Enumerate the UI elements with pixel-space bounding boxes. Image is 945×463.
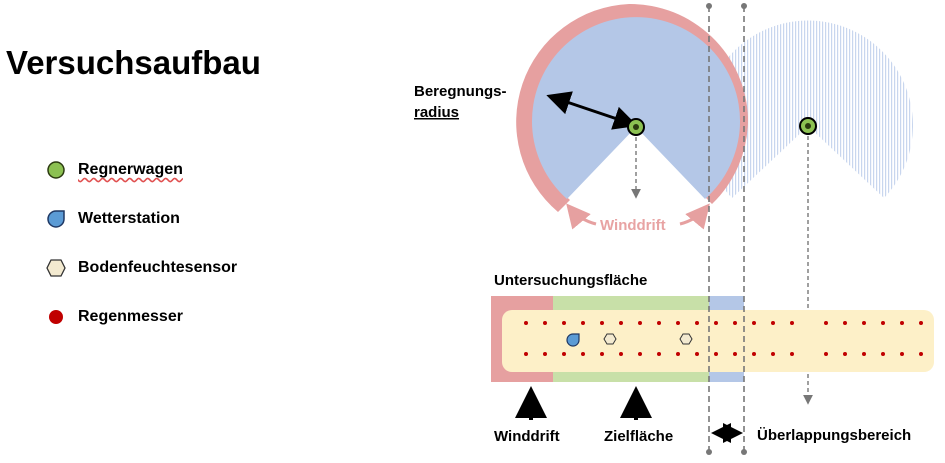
radius-arrow (546, 91, 638, 130)
legend-item-wetterstation: Wetterstation (46, 209, 180, 229)
rain-gauge-dot (695, 321, 699, 325)
rain-gauge-dot (771, 352, 775, 356)
legend-label: Wetterstation (78, 210, 180, 227)
rain-gauge-dot (790, 321, 794, 325)
rain-gauge-dot (881, 321, 885, 325)
rain-gauge-dot (881, 352, 885, 356)
rain-gauge-dot (843, 321, 847, 325)
rain-gauge-dot (562, 321, 566, 325)
winddrift-top-label: Winddrift (600, 217, 666, 234)
radius-label-line1: Beregnungs- (414, 83, 507, 100)
rain-gauge-dot (676, 321, 680, 325)
rain-gauge-dot (524, 321, 528, 325)
rain-gauge-dot (543, 352, 547, 356)
rain-gauge-dot (790, 352, 794, 356)
rain-gauge-dot (733, 321, 737, 325)
rain-gauge-dot (581, 352, 585, 356)
rain-gauge-dot (638, 321, 642, 325)
winddrift-bottom-label: Winddrift (494, 428, 560, 445)
shifted-spray-area (703, 20, 914, 199)
hexagon-icon (46, 258, 66, 278)
rain-gauge-dot (752, 321, 756, 325)
rain-gauge-dot (733, 352, 737, 356)
winddrift-arrow-right (679, 203, 710, 230)
rain-gauge-dot (862, 352, 866, 356)
soil-sensor-icon (679, 333, 693, 345)
rain-gauge-dot (714, 321, 718, 325)
rain-gauge-dot (824, 321, 828, 325)
rain-gauge-dot (919, 352, 923, 356)
page-title: Versuchsaufbau (6, 44, 261, 81)
rain-gauge-dot (900, 321, 904, 325)
target-area-label: Zielfläche (604, 428, 673, 445)
rain-gauge-dot (676, 352, 680, 356)
rain-gauge-dot (600, 352, 604, 356)
legend-label: Bodenfeuchtesensor (78, 259, 238, 276)
winddrift-arrow-left (566, 203, 597, 230)
area-label: Untersuchungsfläche (494, 272, 647, 289)
rain-gauge-dot (619, 352, 623, 356)
legend-label: Regenmesser (78, 308, 183, 325)
red-dot-icon (46, 307, 66, 327)
rain-gauge-dot (843, 352, 847, 356)
rain-gauge-dot (581, 321, 585, 325)
legend-item-regnerwagen: Regnerwagen (46, 160, 183, 180)
soil-sensor-icon (603, 333, 617, 345)
rain-gauge-dot (900, 352, 904, 356)
rain-gauge-dot (771, 321, 775, 325)
sprinkler-cart-icon (633, 124, 639, 130)
rain-gauge-dot (919, 321, 923, 325)
rain-gauge-dot (862, 321, 866, 325)
rain-gauge-dot (752, 352, 756, 356)
rain-gauge-dot (524, 352, 528, 356)
green-circle-icon (46, 160, 66, 180)
rain-gauge-dot (638, 352, 642, 356)
overlap-area-label: Überlappungsbereich (757, 427, 911, 444)
rain-gauge-dot (657, 352, 661, 356)
rain-gauge-dot (562, 352, 566, 356)
rain-gauge-dot (600, 321, 604, 325)
rain-gauge-grid (524, 321, 923, 356)
radius-label-line2: radius (414, 104, 459, 121)
weather-station-icon (566, 333, 580, 347)
legend-item-regenmesser: Regenmesser (46, 307, 183, 327)
rain-gauge-dot (714, 352, 718, 356)
rain-gauge-dot (543, 321, 547, 325)
field-area (502, 310, 934, 372)
sprinkler-cart-icon (805, 123, 811, 129)
rain-gauge-dot (619, 321, 623, 325)
legend-item-bodenfeuchtesensor: Bodenfeuchtesensor (46, 258, 237, 278)
rain-gauge-dot (824, 352, 828, 356)
legend-label: Regnerwagen (78, 161, 183, 178)
rain-gauge-dot (695, 352, 699, 356)
blue-drop-icon (46, 209, 66, 229)
rain-gauge-dot (657, 321, 661, 325)
winddrift-crescent (516, 4, 629, 212)
